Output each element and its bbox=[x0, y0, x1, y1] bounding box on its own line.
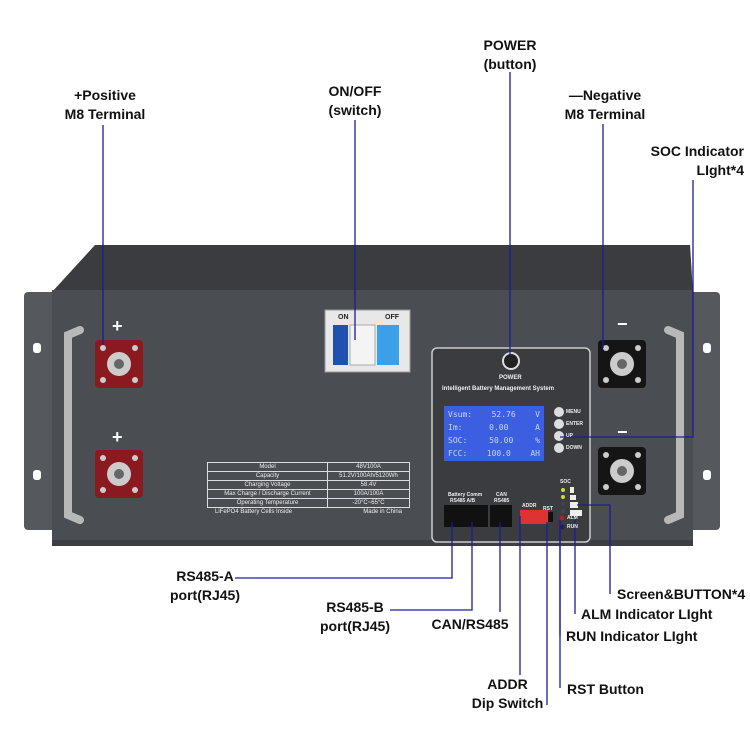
label-run-indicator: RUN Indicator LIght bbox=[566, 628, 698, 644]
menu-button-label[interactable]: MENU bbox=[566, 409, 581, 415]
rst-button bbox=[548, 512, 553, 522]
switch-on-label: ON bbox=[338, 314, 349, 321]
lcd-row: SOC:50.00% bbox=[448, 436, 540, 445]
rj45-port-a bbox=[444, 505, 466, 527]
rj45-port-can bbox=[490, 505, 512, 527]
power-button bbox=[502, 352, 520, 370]
battery-top bbox=[52, 245, 693, 292]
callout-lines bbox=[102, 72, 694, 705]
port2-label-1: CAN bbox=[496, 492, 507, 498]
spec-footer-cells: LiFePO4 Battery Cells Inside bbox=[215, 509, 293, 515]
down-button-label[interactable]: DOWN bbox=[566, 445, 582, 451]
plus-symbol-2: + bbox=[112, 427, 123, 447]
spec-row: Operating Temperature-20°C~65°C bbox=[207, 498, 411, 508]
right-handle bbox=[664, 326, 684, 524]
minus-symbol-2: − bbox=[617, 422, 628, 442]
rj45-port-b bbox=[466, 505, 488, 527]
switch-off-label: OFF bbox=[385, 314, 399, 321]
right-rack-ear bbox=[686, 292, 720, 530]
left-rack-ear bbox=[24, 292, 60, 530]
addr-label: ADDR bbox=[522, 503, 537, 509]
spec-footer-origin: Made in China bbox=[363, 509, 402, 515]
port1-label-2: RS485 A/B bbox=[450, 498, 476, 504]
run-label: RUN bbox=[567, 524, 578, 530]
label-screen-buttons: Screen&BUTTON*4 bbox=[617, 586, 746, 602]
rst-label: RST bbox=[543, 506, 553, 512]
left-handle bbox=[64, 326, 84, 524]
menu-buttons bbox=[554, 407, 564, 453]
addr-dip-switch bbox=[520, 510, 548, 524]
run-led bbox=[559, 524, 565, 530]
port2-label-2: RS485 bbox=[494, 498, 510, 504]
soc-label: SOC bbox=[560, 479, 571, 485]
label-can-rs485: CAN/RS485 bbox=[431, 616, 509, 632]
bms-title: Intelligent Battery Management System bbox=[442, 386, 555, 392]
negative-terminal-2 bbox=[598, 447, 646, 495]
positive-terminal-2 bbox=[95, 450, 143, 498]
soc-leds bbox=[561, 487, 582, 516]
minus-symbol-1: − bbox=[617, 314, 628, 334]
port1-label-1: Battery Comm bbox=[448, 492, 483, 498]
alm-label: ALM bbox=[567, 515, 578, 521]
alm-led bbox=[559, 515, 565, 521]
label-rst-button: RST Button bbox=[567, 681, 644, 697]
negative-terminal-1 bbox=[598, 340, 646, 388]
up-button-label[interactable]: UP bbox=[566, 433, 573, 439]
label-power-button: POWER(button) bbox=[483, 37, 537, 72]
enter-button-label[interactable]: ENTER bbox=[566, 421, 583, 427]
plus-symbol-1: + bbox=[112, 316, 123, 336]
onoff-switch bbox=[324, 309, 411, 373]
label-alm-indicator: ALM Indicator LIght bbox=[581, 606, 713, 622]
positive-terminal-1 bbox=[95, 340, 143, 388]
label-onoff-switch: ON/OFF(switch) bbox=[328, 83, 382, 118]
power-label: POWER bbox=[499, 375, 522, 381]
